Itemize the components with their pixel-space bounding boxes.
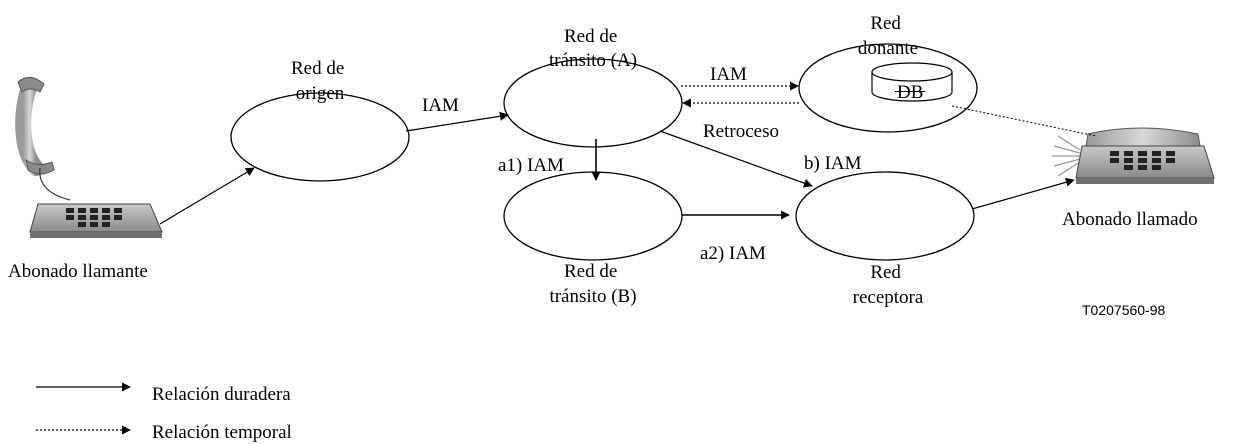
label-transit-a-line2: tránsito (A) (549, 50, 637, 71)
database-icon (871, 62, 953, 102)
edge-label-transit-a-to-donor: IAM (710, 64, 747, 85)
figure-code: T0207560-98 (1082, 302, 1166, 318)
node-receiver (795, 171, 975, 261)
label-receiver-line1: Red (870, 262, 901, 283)
label-donor-line2: donante (858, 38, 918, 59)
node-origin (230, 92, 410, 182)
label-receiver-line2: receptora (853, 287, 924, 308)
database-label: DB (897, 82, 923, 103)
called-phone-icon (1052, 127, 1215, 184)
calling-phone-icon (15, 77, 163, 238)
edge-label-donor-to-transit-a: Retroceso (703, 121, 779, 142)
edge-origin-to-transit-a (405, 111, 509, 132)
label-transit-b: Red de tránsito (B) (549, 261, 636, 307)
edge-label-transit-a-to-transit-b: a1) IAM (498, 155, 564, 176)
node-transit-b (503, 171, 683, 261)
edge-label-transit-a-to-receiver: b) IAM (804, 153, 862, 174)
label-origin-line1: Red de (291, 58, 344, 79)
legend-temporary-label: Relación temporal (152, 422, 292, 443)
label-origin-line2: origen (296, 83, 345, 104)
label-transit-a: Red de tránsito (A) (549, 26, 637, 71)
legend-permanent-label: Relación duradera (152, 384, 291, 405)
label-transit-b-line2: tránsito (B) (549, 286, 636, 307)
legend: Relación duradera Relación temporal (36, 382, 292, 443)
edge-calling-to-origin (159, 167, 255, 225)
link-donor-to-called (951, 105, 1097, 137)
label-receiver: Red receptora (853, 262, 924, 308)
label-donor-line1: Red (870, 13, 901, 34)
edge-transit-a-to-receiver (659, 130, 813, 188)
label-transit-a-line1: Red de (564, 26, 617, 47)
label-transit-b-line1: Red de (564, 261, 617, 282)
calling-subscriber-label: Abonado llamante (8, 261, 148, 282)
edge-receiver-to-called (971, 177, 1075, 210)
edge-label-origin-to-transit-a: IAM (422, 95, 459, 116)
node-transit-a (503, 58, 683, 148)
label-origin: Red de origen (291, 58, 349, 104)
label-donor: Red donante (858, 13, 918, 59)
called-subscriber-label: Abonado llamado (1062, 209, 1198, 230)
edge-label-transit-b-to-receiver: a2) IAM (700, 243, 766, 264)
